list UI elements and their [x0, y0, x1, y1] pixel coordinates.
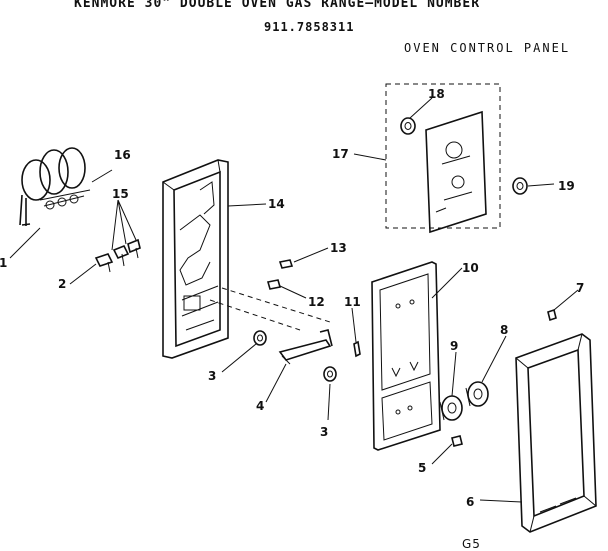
callout-13: 13	[330, 241, 347, 255]
part-14-panel-frame	[162, 159, 229, 359]
alignment-line	[209, 299, 301, 331]
part-9-knob	[439, 395, 463, 421]
part-3-grommet-center	[323, 366, 337, 382]
callout-18: 18	[428, 87, 445, 101]
part-3-grommet	[253, 330, 267, 346]
diagram-title: KENMORE 30" DOUBLE OVEN GAS RANGE—MODEL …	[74, 0, 481, 11]
part-16-module	[19, 147, 91, 226]
callout-3-left: 3	[208, 369, 216, 383]
part-10-control-panel	[371, 261, 441, 451]
part-12-screw	[266, 279, 282, 290]
part-13-screw	[278, 259, 294, 269]
callout-11: 11	[344, 295, 361, 309]
callout-4: 4	[256, 399, 264, 413]
callout-7: 7	[576, 281, 584, 295]
callout-1: 1	[0, 256, 7, 270]
part-15-clips	[94, 238, 141, 273]
model-number: 911.7858311	[264, 20, 355, 34]
part-18-knob	[400, 117, 416, 135]
leader-lines	[9, 97, 579, 503]
callout-12: 12	[308, 295, 325, 309]
figure-code: G5	[462, 537, 481, 551]
callout-15: 15	[112, 187, 129, 201]
callout-3-center: 3	[320, 425, 328, 439]
callout-2: 2	[58, 277, 66, 291]
part-6-trim-frame	[515, 333, 597, 533]
part-7-screw	[547, 308, 557, 322]
callout-9: 9	[450, 339, 458, 353]
part-8-knob	[465, 381, 489, 407]
callout-14: 14	[268, 197, 285, 211]
callout-8: 8	[500, 323, 508, 337]
callout-6: 6	[466, 495, 474, 509]
callout-19: 19	[558, 179, 575, 193]
alignment-line	[221, 287, 331, 323]
callout-17: 17	[332, 147, 349, 161]
callout-10: 10	[462, 261, 479, 275]
callout-5: 5	[418, 461, 426, 475]
part-5-screw	[451, 435, 463, 447]
part-4-bracket	[278, 329, 333, 365]
part-11-screw	[353, 340, 361, 358]
callout-labels: 1 2 3 3 4 5 6 7 8 9 10 11 12 13 14 15 16…	[0, 87, 584, 509]
section-title: OVEN CONTROL PANEL	[404, 41, 571, 55]
part-17-timer-assembly	[385, 83, 501, 234]
part-19-knob	[512, 177, 528, 195]
callout-16: 16	[114, 148, 131, 162]
